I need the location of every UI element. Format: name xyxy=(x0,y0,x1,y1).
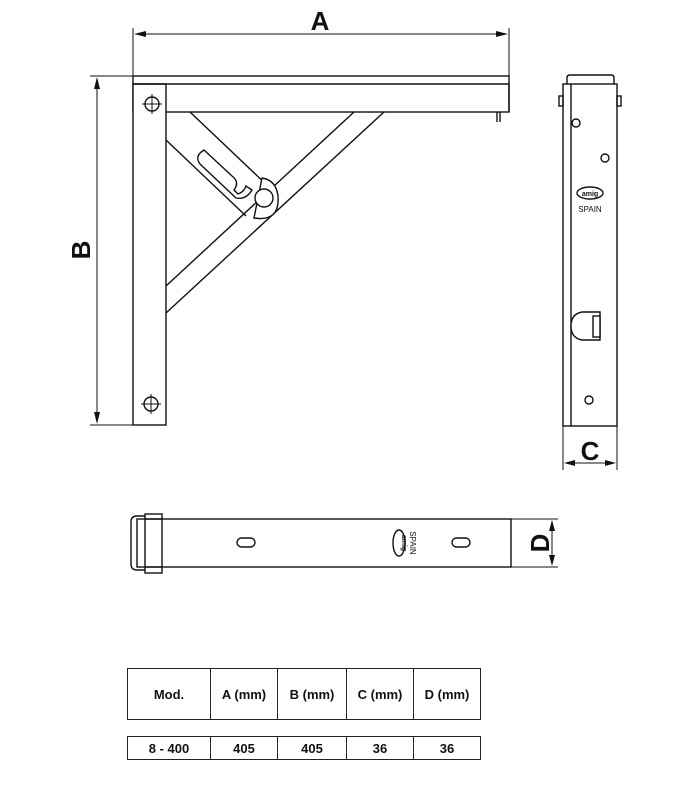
dimension-a: A xyxy=(134,6,508,37)
dimension-d: D xyxy=(511,518,558,568)
dimension-b-label: B xyxy=(66,241,96,260)
logo-text-top: amig xyxy=(400,535,407,551)
dimension-c-label: C xyxy=(581,436,600,466)
table-row: 8 - 400 405 405 36 36 xyxy=(127,736,481,760)
dimension-c: C xyxy=(562,426,618,470)
spec-table-header: Mod. A (mm) B (mm) C (mm) D (mm) xyxy=(127,668,481,720)
cell-d: 36 xyxy=(413,736,481,760)
table-header-row: Mod. A (mm) B (mm) C (mm) D (mm) xyxy=(127,668,481,720)
top-bar xyxy=(136,518,512,568)
cell-b: 405 xyxy=(277,736,347,760)
vertical-plate xyxy=(132,83,167,426)
header-a: A (mm) xyxy=(210,668,278,720)
mounting-hole-bottom xyxy=(141,394,161,414)
dimension-d-label: D xyxy=(525,534,555,553)
folding-link xyxy=(165,111,279,220)
spec-table-body: 8 - 400 405 405 36 36 xyxy=(127,736,481,760)
top-view-bracket: amig SPAIN D xyxy=(130,513,558,574)
header-c: C (mm) xyxy=(346,668,414,720)
header-d: D (mm) xyxy=(413,668,481,720)
cell-a: 405 xyxy=(210,736,278,760)
side-plate xyxy=(562,83,618,427)
cell-c: 36 xyxy=(346,736,414,760)
header-b: B (mm) xyxy=(277,668,347,720)
dimension-a-label: A xyxy=(311,6,330,36)
amig-logo-side: amig xyxy=(576,186,604,200)
cell-mod: 8 - 400 xyxy=(127,736,211,760)
mounting-hole-top xyxy=(142,94,162,114)
dimension-b: B xyxy=(66,77,100,424)
horizontal-arm xyxy=(132,75,510,113)
front-view-bracket: A B xyxy=(66,6,510,426)
hinge-rivet xyxy=(254,188,274,208)
logo-text-side: amig xyxy=(582,191,598,198)
side-view-bracket: amig SPAIN C xyxy=(558,74,622,470)
amig-logo-top: amig xyxy=(392,529,407,557)
spain-label-top: SPAIN xyxy=(408,531,417,555)
header-mod: Mod. xyxy=(127,668,211,720)
spain-label-side: SPAIN xyxy=(578,205,602,214)
